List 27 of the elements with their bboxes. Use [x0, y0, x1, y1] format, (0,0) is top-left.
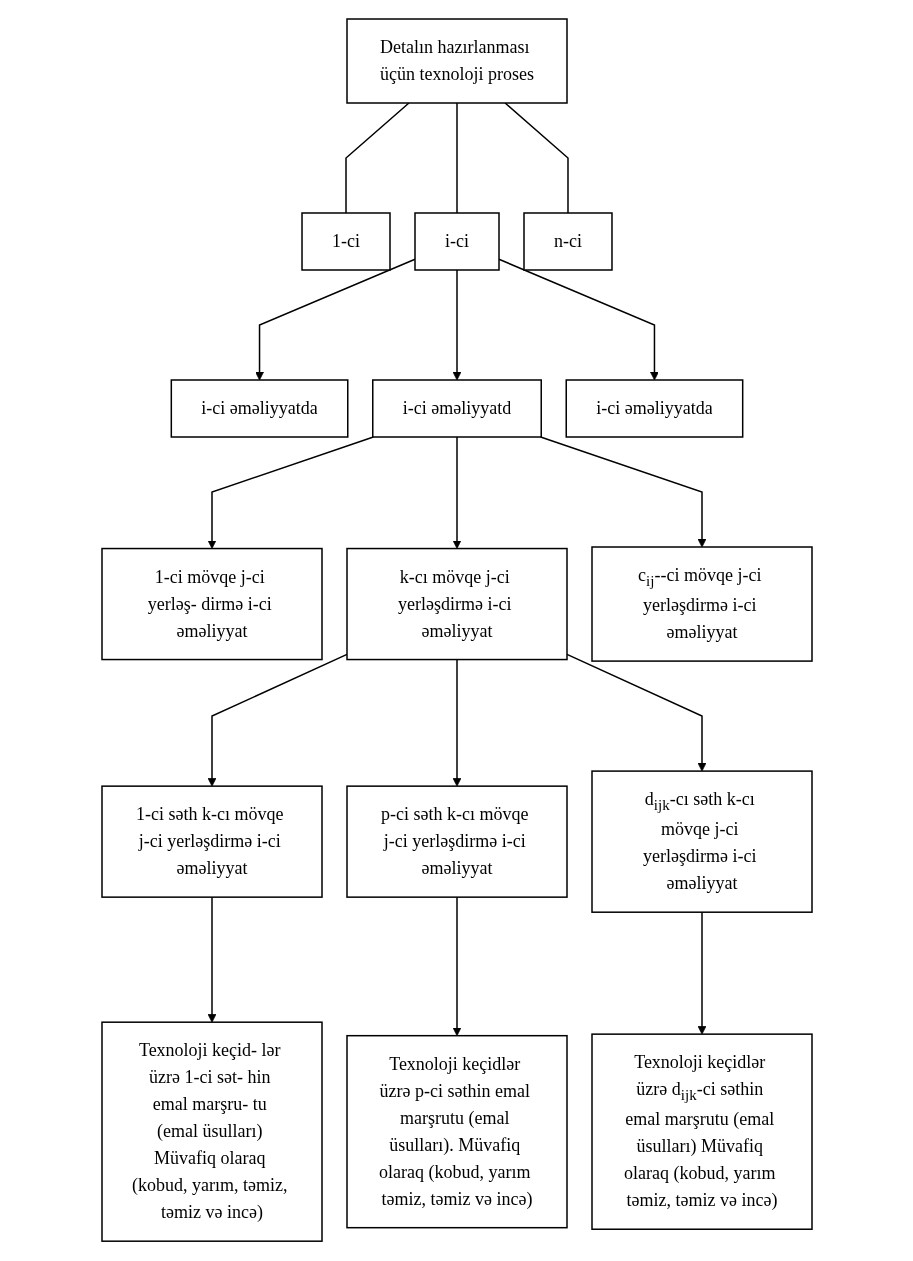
arrow [452, 436, 461, 550]
arrow [697, 911, 706, 1035]
arrow [452, 659, 461, 787]
node-box: p-ci səth k-cı mövqe j-ci yerləşdirmə i-ci əməliyyat [345, 785, 568, 899]
node-box: 1-ci mövqe j-ci yerləş- dirmə i-ci əməliyyat [100, 548, 323, 661]
node-box: 1-ci [300, 212, 391, 272]
connector [455, 102, 458, 215]
node-box: Texnoloji keçidlər üzrə d$_{ijk}$-ci səthin emal marşrutu (emal üsulları) Müvafiq olaraq (kobud, yarım təmiz, təmiz və incə) [590, 1033, 813, 1231]
arrow [452, 896, 461, 1037]
node-box: i-ci əməliyyatda [170, 379, 348, 439]
node-box: k-cı mövqe j-ci yerləşdirmə i-ci əməliyyat [345, 548, 568, 661]
arrow [207, 436, 374, 550]
node-box: i-ci əməliyyatd [371, 379, 542, 439]
arrow [207, 896, 216, 1023]
connector [503, 102, 569, 215]
arrow [452, 269, 461, 381]
node-box: c$_{ij}$--ci mövqe j-ci yerləşdirmə i-ci əməliyyat [590, 546, 813, 663]
node-box: i-ci əməliyyatda [565, 379, 743, 439]
node-box: i-ci [413, 212, 500, 272]
connector [344, 102, 410, 215]
arrow [539, 436, 706, 548]
node-box: 1-ci səth k-cı mövqe j-ci yerləşdirmə i-ci əməliyyat [100, 785, 323, 899]
node-box: Detalın hazırlanması üçün texnoloji proses [345, 18, 568, 105]
node-box: n-ci [522, 212, 613, 272]
node-box: Texnoloji keçid- lər üzrə 1-ci sət- hin emal marşru- tu (emal üsulları) Müvafiq olaraq (kobud, yarım, təmiz, təmiz və incə) [100, 1021, 323, 1243]
node-box: d$_{ijk}$-cı səth k-cı mövqe j-ci yerləşdirmə i-ci əməliyyat [590, 770, 813, 914]
node-box: Texnoloji keçidlər üzrə p-ci səthin emal marşrutu (emal üsulları). Müvafiq olaraq (kobud, yarım təmiz, təmiz və incə) [345, 1035, 568, 1229]
